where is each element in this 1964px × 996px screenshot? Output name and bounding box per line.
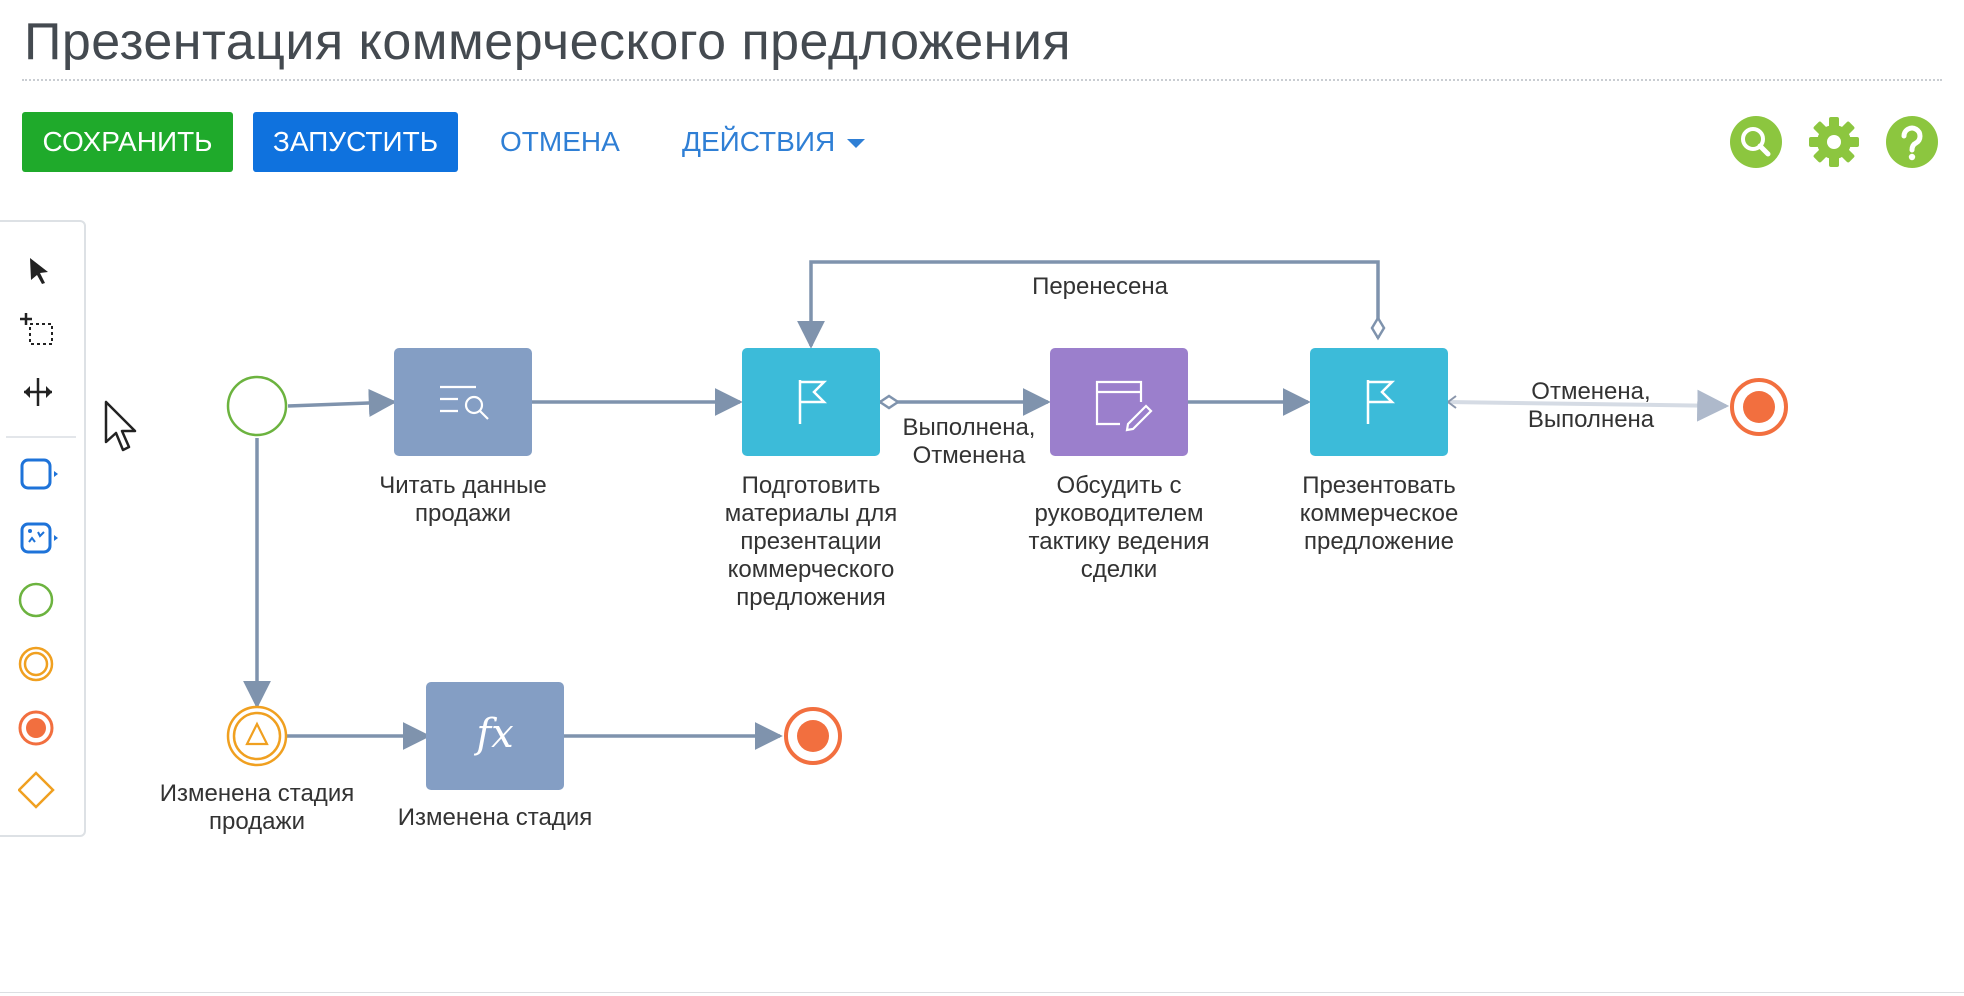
label-flow-rescheduled: Перенесена [1032,273,1168,300]
edit-page-icon [1095,380,1153,432]
formula-icon: fx [476,711,514,757]
user-task-icon[interactable] [18,518,58,558]
end-event-bottom[interactable] [784,707,842,765]
pointer-icon[interactable] [18,250,58,290]
bottom-divider [0,992,1964,993]
move-canvas-icon[interactable] [18,372,58,412]
run-button[interactable]: ЗАПУСТИТЬ [253,112,458,172]
title-divider [22,79,1942,81]
label-formula-task: Изменена стадия [397,804,593,831]
start-event[interactable] [226,375,288,437]
flow-start-to-read[interactable] [287,388,397,417]
label-present-offer: Презентовать коммерческое предложение [1299,472,1459,555]
mouse-cursor-icon [104,400,137,452]
read-data-icon [440,385,489,420]
conditional-flow-marker [877,394,901,410]
element-palette [0,220,86,837]
save-button[interactable]: СОХРАНИТЬ [22,112,233,172]
flow-origin-marker [1447,395,1457,409]
actions-label: ДЕЙСТВИЯ [682,126,836,157]
flow-present-to-end[interactable] [1447,389,1730,422]
task-read-data[interactable] [394,348,532,456]
gateway-icon[interactable] [18,770,58,810]
task-prepare-materials[interactable] [742,348,880,456]
task-formula[interactable] [426,682,564,790]
flag-icon [1366,380,1396,424]
end-event-icon[interactable] [18,708,58,748]
intermediate-event-icon[interactable] [18,644,58,684]
label-discuss-tactics: Обсудить с руководителем тактику ведения… [1028,472,1210,583]
label-flow-cancelled-done: Отменена, Выполнена [1527,378,1655,433]
lasso-select-icon[interactable] [18,310,58,350]
flag-icon [798,380,828,424]
gear-icon[interactable] [1808,116,1860,168]
label-stage-changed-event: Изменена стадия продажи [159,780,355,835]
flow-present-rescheduled[interactable] [797,260,1380,349]
task-icon[interactable] [18,454,58,494]
actions-dropdown[interactable]: ДЕЙСТВИЯ [682,112,866,172]
search-icon[interactable] [1730,116,1782,168]
end-event-top[interactable] [1730,378,1788,436]
start-event-icon[interactable] [18,580,58,620]
help-icon[interactable] [1886,116,1938,168]
label-prepare-materials: Подготовить материалы для презентации ко… [724,472,898,611]
conditional-flow-marker [1370,315,1386,341]
label-flow-done-cancelled: Выполнена, Отменена [902,414,1036,469]
label-read-data: Читать данные продажи [379,472,547,527]
cancel-link[interactable]: ОТМЕНА [500,126,620,157]
task-present-offer[interactable] [1310,348,1448,456]
palette-divider [6,436,76,438]
signal-icon [245,721,269,746]
stage-changed-event[interactable] [226,705,288,767]
page-title: Презентация коммерческого предложения [24,13,1072,71]
task-discuss-tactics[interactable] [1050,348,1188,456]
chevron-down-icon [847,139,866,149]
